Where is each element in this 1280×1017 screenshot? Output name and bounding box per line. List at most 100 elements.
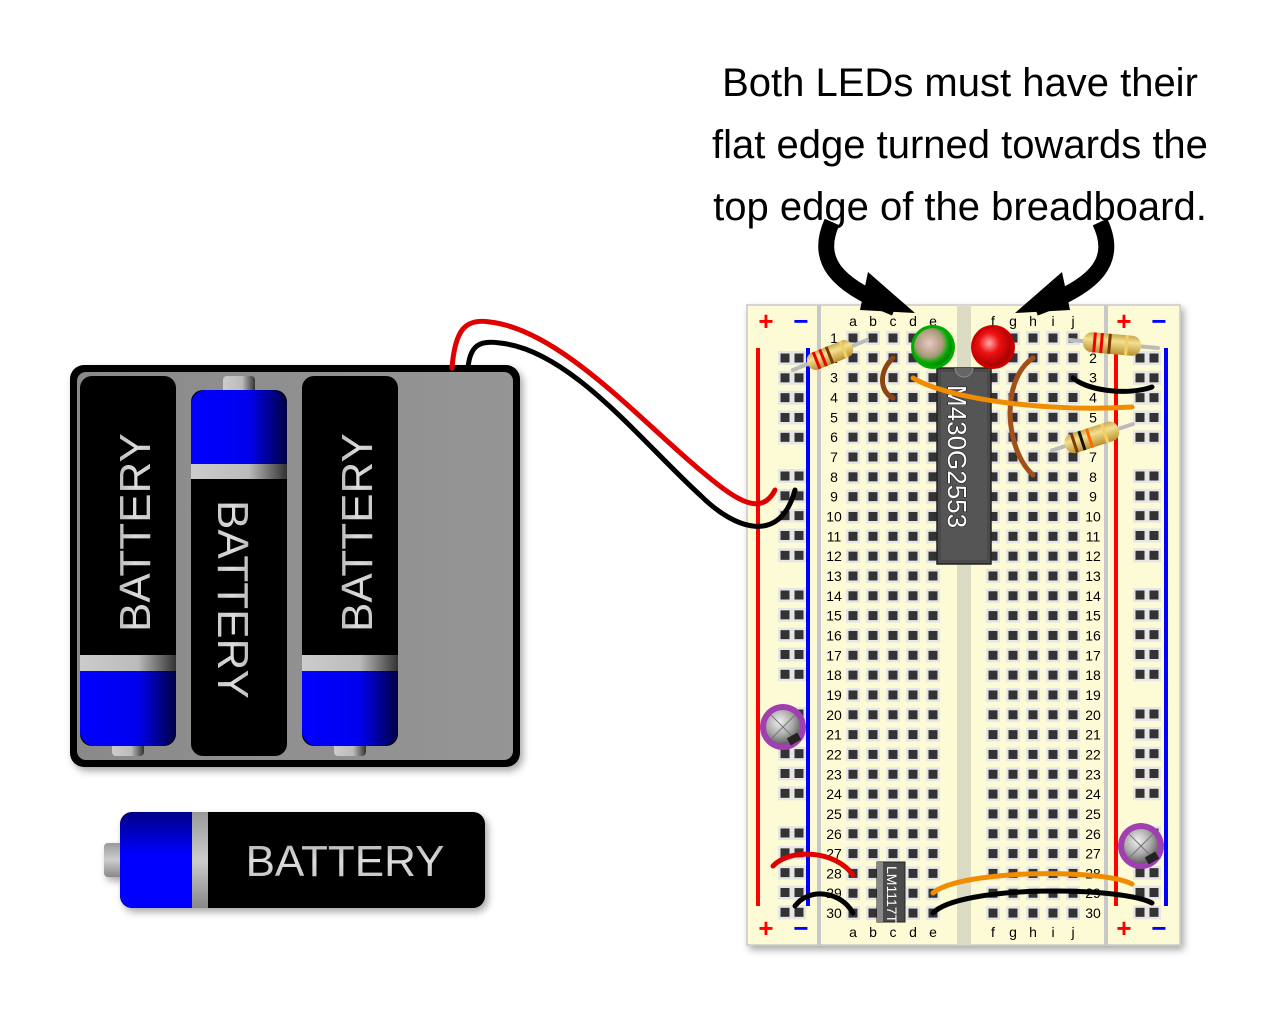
rail-left-minus-hole[interactable] — [794, 550, 804, 560]
hole-j21[interactable] — [1068, 730, 1078, 740]
hole-d18[interactable] — [908, 670, 918, 680]
hole-c8[interactable] — [888, 472, 898, 482]
rail-right-minus-hole[interactable] — [1149, 868, 1159, 878]
hole-d10[interactable] — [908, 511, 918, 521]
hole-j7[interactable] — [1068, 452, 1078, 462]
hole-i15[interactable] — [1048, 611, 1058, 621]
hole-b27[interactable] — [868, 849, 878, 859]
hole-c24[interactable] — [888, 789, 898, 799]
hole-e22[interactable] — [928, 749, 938, 759]
hole-h4[interactable] — [1028, 392, 1038, 402]
hole-b21[interactable] — [868, 730, 878, 740]
hole-h27[interactable] — [1028, 849, 1038, 859]
hole-h3[interactable] — [1028, 373, 1038, 383]
rail-left-plus-hole[interactable] — [780, 768, 790, 778]
hole-d27[interactable] — [908, 849, 918, 859]
hole-e9[interactable] — [928, 492, 938, 502]
hole-g30[interactable] — [1008, 908, 1018, 918]
hole-a24[interactable] — [848, 789, 858, 799]
rail-right-minus-hole[interactable] — [1149, 729, 1159, 739]
rail-left-plus-hole[interactable] — [780, 550, 790, 560]
rail-left-plus-hole[interactable] — [780, 649, 790, 659]
rail-right-minus-hole[interactable] — [1149, 412, 1159, 422]
hole-d21[interactable] — [908, 730, 918, 740]
hole-b29[interactable] — [868, 888, 878, 898]
hole-b15[interactable] — [868, 611, 878, 621]
hole-f14[interactable] — [988, 591, 998, 601]
hole-i27[interactable] — [1048, 849, 1058, 859]
hole-f16[interactable] — [988, 630, 998, 640]
rail-left-minus-hole[interactable] — [794, 432, 804, 442]
hole-g7[interactable] — [1008, 452, 1018, 462]
hole-h14[interactable] — [1028, 591, 1038, 601]
hole-j18[interactable] — [1068, 670, 1078, 680]
hole-b10[interactable] — [868, 511, 878, 521]
rail-right-plus-hole[interactable] — [1135, 412, 1145, 422]
hole-d2[interactable] — [908, 353, 918, 363]
hole-d14[interactable] — [908, 591, 918, 601]
hole-j22[interactable] — [1068, 749, 1078, 759]
hole-i13[interactable] — [1048, 571, 1058, 581]
hole-c23[interactable] — [888, 769, 898, 779]
rail-right-minus-hole[interactable] — [1149, 907, 1159, 917]
hole-d9[interactable] — [908, 492, 918, 502]
rail-left-plus-hole[interactable] — [780, 868, 790, 878]
hole-g13[interactable] — [1008, 571, 1018, 581]
rail-left-plus-hole[interactable] — [780, 749, 790, 759]
hole-j5[interactable] — [1068, 412, 1078, 422]
hole-j17[interactable] — [1068, 650, 1078, 660]
rail-right-plus-hole[interactable] — [1135, 669, 1145, 679]
hole-a10[interactable] — [848, 511, 858, 521]
hole-c11[interactable] — [888, 531, 898, 541]
rail-right-plus-hole[interactable] — [1135, 471, 1145, 481]
rail-left-plus-hole[interactable] — [780, 887, 790, 897]
rail-left-plus-hole[interactable] — [780, 393, 790, 403]
hole-j1[interactable] — [1068, 333, 1078, 343]
hole-b23[interactable] — [868, 769, 878, 779]
hole-b6[interactable] — [868, 432, 878, 442]
hole-d24[interactable] — [908, 789, 918, 799]
hole-h6[interactable] — [1028, 432, 1038, 442]
hole-f23[interactable] — [988, 769, 998, 779]
hole-g5[interactable] — [1008, 412, 1018, 422]
hole-a27[interactable] — [848, 849, 858, 859]
hole-c25[interactable] — [888, 809, 898, 819]
rail-right-plus-hole[interactable] — [1135, 393, 1145, 403]
hole-f25[interactable] — [988, 809, 998, 819]
rail-left-plus-hole[interactable] — [780, 669, 790, 679]
hole-i1[interactable] — [1048, 333, 1058, 343]
hole-e19[interactable] — [928, 690, 938, 700]
rail-left-plus-hole[interactable] — [780, 471, 790, 481]
hole-g3[interactable] — [1008, 373, 1018, 383]
hole-b11[interactable] — [868, 531, 878, 541]
rail-left-minus-hole[interactable] — [794, 610, 804, 620]
hole-b17[interactable] — [868, 650, 878, 660]
hole-f5[interactable] — [988, 412, 998, 422]
hole-e26[interactable] — [928, 829, 938, 839]
hole-e25[interactable] — [928, 809, 938, 819]
hole-i3[interactable] — [1048, 373, 1058, 383]
hole-h7[interactable] — [1028, 452, 1038, 462]
hole-i21[interactable] — [1048, 730, 1058, 740]
hole-c13[interactable] — [888, 571, 898, 581]
hole-b3[interactable] — [868, 373, 878, 383]
hole-b30[interactable] — [868, 908, 878, 918]
rail-right-minus-hole[interactable] — [1149, 530, 1159, 540]
hole-e20[interactable] — [928, 710, 938, 720]
rail-left-minus-hole[interactable] — [794, 630, 804, 640]
rail-left-minus-hole[interactable] — [794, 530, 804, 540]
rail-right-minus-hole[interactable] — [1149, 373, 1159, 383]
rail-right-minus-hole[interactable] — [1149, 649, 1159, 659]
rail-right-minus-hole[interactable] — [1149, 471, 1159, 481]
hole-b13[interactable] — [868, 571, 878, 581]
hole-b7[interactable] — [868, 452, 878, 462]
rail-right-plus-hole[interactable] — [1135, 868, 1145, 878]
hole-a22[interactable] — [848, 749, 858, 759]
hole-g9[interactable] — [1008, 492, 1018, 502]
hole-j15[interactable] — [1068, 611, 1078, 621]
hole-e24[interactable] — [928, 789, 938, 799]
hole-j20[interactable] — [1068, 710, 1078, 720]
hole-h12[interactable] — [1028, 551, 1038, 561]
hole-d20[interactable] — [908, 710, 918, 720]
rail-right-plus-hole[interactable] — [1135, 511, 1145, 521]
